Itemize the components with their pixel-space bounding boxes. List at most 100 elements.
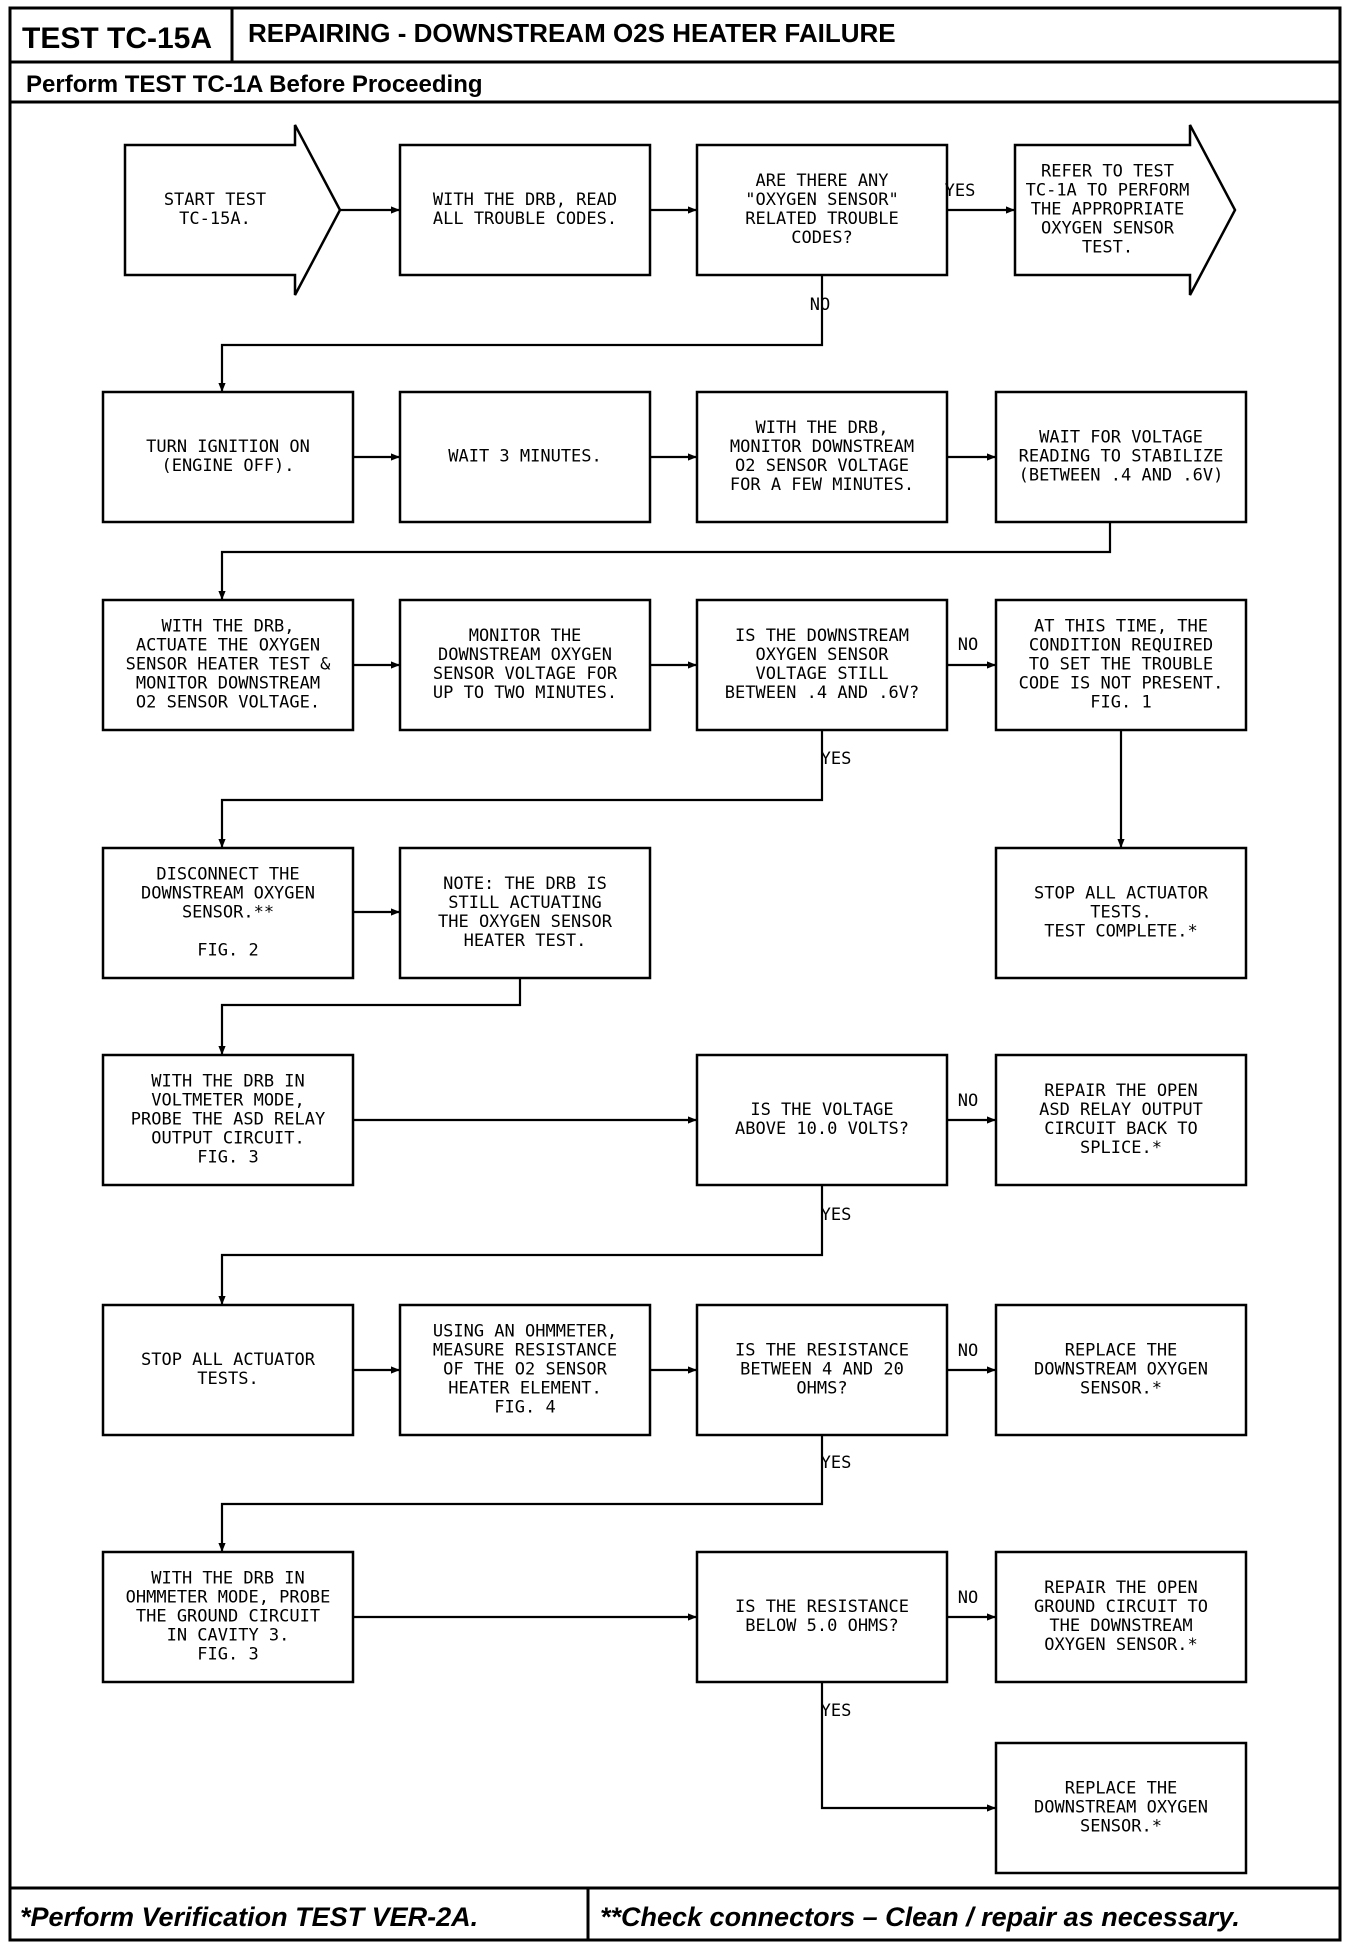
step-text-line: FIG. 1 [1090,693,1151,713]
step-text-line: HEATER ELEMENT. [448,1379,602,1399]
step-text-line: DOWNSTREAM OXYGEN [1034,1360,1208,1380]
outer-frame [8,6,1342,1942]
branch-label-yes: YES [821,1453,852,1473]
step-text-line: SENSOR.** [182,903,274,923]
step-text-line: IS THE RESISTANCE [735,1597,909,1617]
step-text-line: DOWNSTREAM OXYGEN [438,645,612,665]
step-text-line: SENSOR.* [1080,1817,1162,1837]
step-text-line: WITH THE DRB, [755,418,888,438]
step-text-line: CODES? [791,228,852,248]
page-title: REPAIRING - DOWNSTREAM O2S HEATER FAILUR… [248,18,896,48]
step-text-line: IS THE RESISTANCE [735,1341,909,1361]
step-text-line: BELOW 5.0 OHMS? [745,1616,899,1636]
step-shape [1013,124,1237,296]
step-text-line: REPLACE THE [1065,1341,1178,1361]
branch-label-no: NO [810,295,830,315]
step-text-line: REPAIR THE OPEN [1044,1081,1198,1101]
step-shape [994,1550,1248,1684]
step-wait3: WAIT 3 MINUTES. [398,390,652,524]
step-text-line: CIRCUIT BACK TO [1044,1119,1198,1139]
step-text-line: ASD RELAY OUTPUT [1039,1100,1203,1120]
step-text-line: ACTUATE THE OXYGEN [136,636,320,656]
step-shape [994,390,1248,524]
step-text-line: THE OXYGEN SENSOR [438,912,613,932]
step-text-line: TO SET THE TROUBLE [1029,655,1213,675]
page-subtitle: Perform TEST TC-1A Before Proceeding [26,71,483,98]
branch-label-no: NO [958,635,978,655]
step-text-line: OXYGEN SENSOR [755,645,889,665]
step-text-line: TEST COMPLETE.* [1044,922,1198,942]
step-text-line: OHMS? [796,1379,847,1399]
step-text-line: SENSOR.* [1080,1379,1162,1399]
footnote-connectors: **Check connectors – Clean / repair as n… [600,1902,1240,1932]
step-shape [695,1303,949,1437]
step-text-line: USING AN OHMMETER, [433,1322,617,1342]
step-text-line: CONDITION REQUIRED [1029,636,1213,656]
step-text-line: AT THIS TIME, THE [1034,617,1208,637]
step-text-line: ARE THERE ANY [755,171,888,191]
step-text-line: TEST. [1082,238,1133,258]
step-shape [695,598,949,732]
step-shape [101,598,355,732]
step-shape [398,1303,652,1437]
step-shape [101,846,355,980]
step-text-line: WITH THE DRB, [161,617,294,637]
step-text-line: UP TO TWO MINUTES. [433,683,617,703]
step-text-line: FOR A FEW MINUTES. [730,475,914,495]
step-text-line: REPAIR THE OPEN [1044,1578,1198,1598]
step-text-line: DISCONNECT THE [156,865,299,885]
connector-q_above10-to-stop_tests [218,1185,824,1305]
step-text-line: BETWEEN .4 AND .6V? [725,683,919,703]
step-text-line: THE GROUND CIRCUIT [136,1607,320,1627]
step-q-o2-codes: ARE THERE ANY"OXYGEN SENSOR"RELATED TROU… [695,143,949,277]
step-text-line: OHMMETER MODE, PROBE [126,1588,331,1608]
step-text-line: FIG. 4 [494,1398,555,1418]
step-text-line: OUTPUT CIRCUIT. [151,1129,305,1149]
step-text-line: GROUND CIRCUIT TO [1034,1597,1208,1617]
step-shape [695,1550,949,1684]
step-text-line: THE APPROPRIATE [1031,200,1185,220]
branch-label-no: NO [958,1341,978,1361]
step-shape [101,1303,355,1437]
step-text-line: VOLTAGE STILL [755,664,888,684]
step-shape [695,143,949,277]
step-text-line: (BETWEEN .4 AND .6V) [1019,466,1224,486]
step-text-line: OXYGEN SENSOR [1041,219,1175,239]
connector-q_still-to-disconnect [218,730,824,848]
connector-q_res_4_20-to-probe_ground [218,1435,824,1552]
step-shape [398,846,652,980]
step-text-line: ALL TROUBLE CODES. [433,209,617,229]
step-text-line: FIG. 2 [197,941,258,961]
step-text-line: FIG. 3 [197,1148,258,1168]
step-ignition-on: TURN IGNITION ON(ENGINE OFF). [101,390,355,524]
step-text-line: TURN IGNITION ON [146,437,310,457]
step-text-line: STOP ALL ACTUATOR [1034,884,1209,904]
step-text-line: WITH THE DRB, READ [433,190,617,210]
step-text-line: PROBE THE ASD RELAY [131,1110,325,1130]
step-text-line: WAIT 3 MINUTES. [448,447,602,467]
branch-label-yes: YES [945,181,976,201]
step-text-line: VOLTMETER MODE, [151,1091,305,1111]
branch-label-no: NO [958,1091,978,1111]
step-text-line: REFER TO TEST [1041,162,1174,182]
step-shape [398,598,652,732]
step-text-line: SENSOR HEATER TEST & [126,655,331,675]
step-shape [994,1741,1248,1875]
step-shape [994,1303,1248,1437]
